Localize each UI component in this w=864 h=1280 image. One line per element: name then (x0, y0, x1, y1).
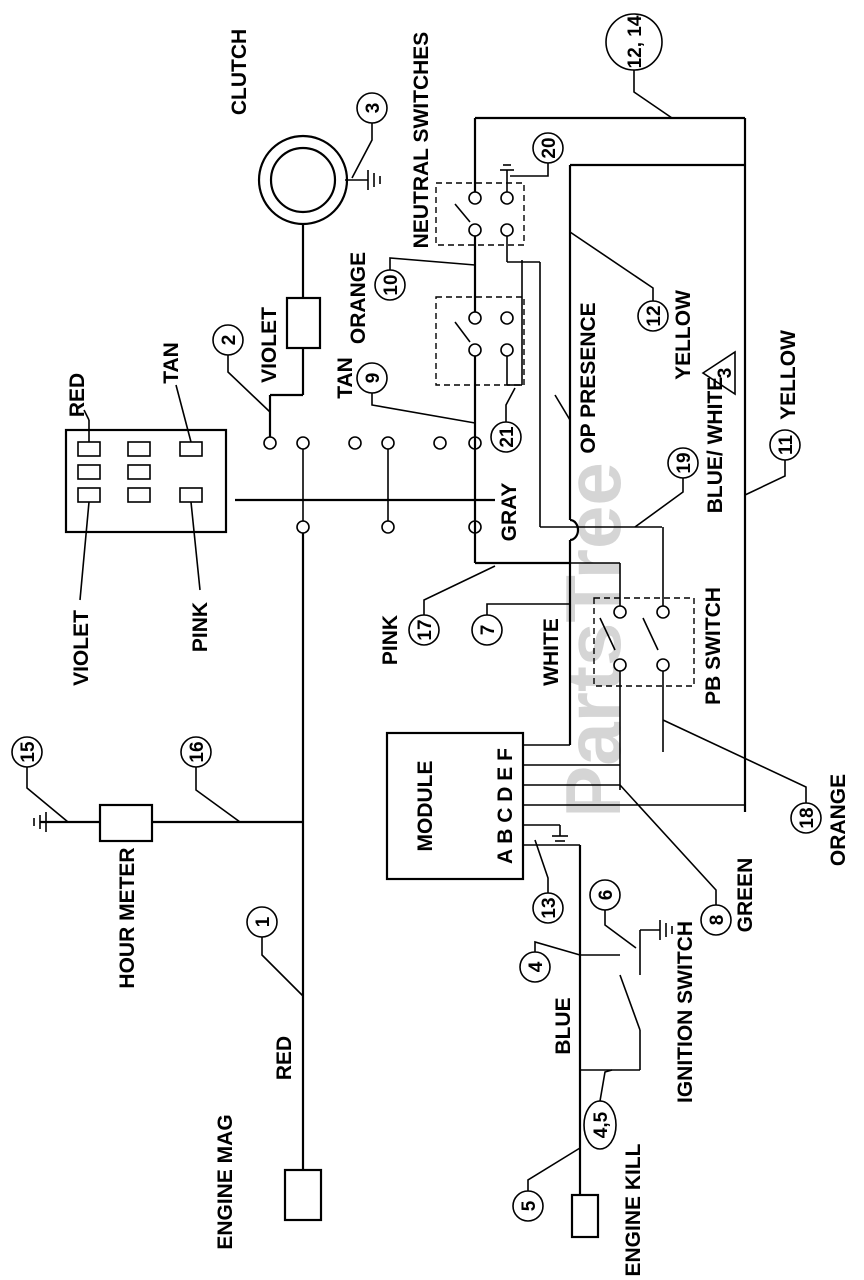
orange-bottom-label: ORANGE (827, 774, 850, 866)
callout-1: 1 (246, 906, 304, 997)
callout-7-text: 7 (478, 625, 499, 636)
connector-block (64, 384, 228, 601)
callout-20: 20 (510, 132, 564, 177)
callout-13-text: 13 (539, 897, 560, 918)
engine-kill-label: ENGINE KILL (622, 1143, 645, 1276)
callout-3-text: 3 (363, 103, 384, 114)
callout-1214-text: 12, 14 (625, 15, 646, 68)
callout-17-text: 17 (415, 619, 436, 640)
callout-13: 13 (532, 839, 564, 924)
note-triangle: 3 (701, 350, 736, 396)
callout-8: 8 (619, 784, 732, 936)
orange-top-label: ORANGE (347, 252, 370, 344)
clutch (257, 134, 381, 440)
callout-21-text: 21 (497, 426, 518, 448)
callout-16: 16 (180, 736, 241, 823)
tan-mid-label: TAN (334, 357, 357, 399)
callout-18-text: 18 (797, 807, 818, 828)
engine-kill (570, 1090, 600, 1239)
neutral-switches (435, 182, 525, 386)
callout-17: 17 (408, 565, 496, 646)
callout-8-text: 8 (707, 915, 728, 926)
connector-pink-label: PINK (189, 602, 212, 652)
callout-18: 18 (662, 719, 822, 834)
callout-21: 21 (490, 387, 522, 453)
watermark: PartsTree (549, 462, 637, 818)
callout-9-text: 9 (363, 373, 384, 384)
ignition-switch-label: IGNITION SWITCH (674, 921, 697, 1103)
connector-red-label: RED (66, 373, 89, 417)
module-terminals-label: A B C D E F (494, 748, 517, 864)
callout-5: 5 (512, 1147, 581, 1222)
callout-45-text: 4,5 (591, 1111, 612, 1138)
green-label: GREEN (734, 858, 757, 933)
callout-19: 19 (634, 447, 699, 528)
pb-switch (570, 527, 695, 790)
callout-11-text: 11 (776, 435, 797, 456)
blue-white-label: BLUE/ WHITE (704, 377, 727, 514)
note-triangle-number: 3 (715, 368, 736, 379)
callout-45: 4,5 (583, 1069, 617, 1150)
gray-label: GRAY (498, 483, 521, 542)
callout-6: 6 (589, 879, 637, 949)
main-harness (473, 116, 747, 812)
op-presence-label: OP PRESENCE (577, 302, 600, 453)
yellow-right-label: YELLOW (777, 330, 800, 420)
callout-16-text: 16 (187, 741, 208, 762)
callout-12: 12 (569, 231, 669, 332)
callout-4: 4 (519, 940, 581, 983)
connector-tan-label: TAN (160, 342, 183, 384)
neutral-switches-label: NEUTRAL SWITCHES (410, 32, 433, 249)
callout-1214: 12, 14 (605, 13, 673, 119)
engine-mag-label: ENGINE MAG (214, 1114, 237, 1249)
callout-4-text: 4 (526, 961, 547, 972)
callout-9: 9 (356, 362, 476, 424)
hour-meter (33, 803, 240, 843)
ignition-switch (580, 920, 673, 1071)
clutch-label: CLUTCH (228, 29, 251, 115)
callout-1-text: 1 (253, 916, 274, 927)
module (385, 731, 745, 1090)
callout-3: 3 (351, 92, 388, 179)
terminal-bank (235, 436, 495, 534)
violet-label: VIOLET (258, 307, 281, 383)
callout-19-text: 19 (674, 452, 695, 473)
hour-meter-label: HOUR METER (116, 847, 139, 988)
callout-15-text: 15 (18, 741, 39, 763)
connector-violet-label: VIOLET (70, 610, 93, 686)
callout-12-text: 12 (644, 305, 665, 326)
callout-10-text: 10 (381, 274, 402, 295)
callout-2-text: 2 (219, 335, 240, 346)
callout-7: 7 (471, 603, 570, 646)
callout-15: 15 (11, 736, 69, 823)
pb-switch-label: PB SWITCH (702, 587, 725, 705)
module-label: MODULE (414, 761, 437, 852)
callout-20-text: 20 (539, 137, 560, 158)
callout-2: 2 (212, 324, 271, 413)
callout-10: 10 (374, 257, 476, 301)
yellow-top-label: YELLOW (672, 290, 695, 380)
red-wire (240, 533, 323, 1222)
callout-11: 11 (744, 429, 801, 496)
callout-6-text: 6 (596, 890, 617, 901)
callout-5-text: 5 (519, 1200, 540, 1211)
white-label: WHITE (540, 618, 563, 686)
pink-mid-label: PINK (379, 615, 402, 665)
blue-label: BLUE (552, 997, 575, 1054)
red-bottom-label: RED (273, 1036, 296, 1080)
